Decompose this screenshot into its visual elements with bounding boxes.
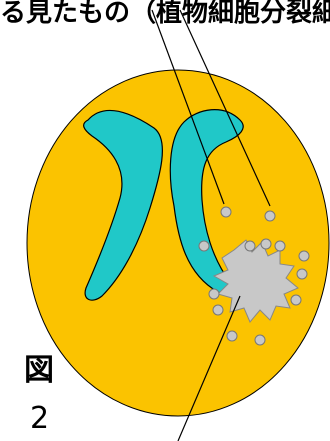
granule: [227, 331, 237, 341]
granule: [265, 211, 275, 221]
granule: [255, 335, 265, 345]
granule: [213, 305, 223, 315]
granule: [245, 241, 255, 251]
granule: [291, 295, 301, 305]
figure-number: 2: [30, 404, 49, 434]
granule: [209, 289, 219, 299]
granule: [221, 207, 231, 217]
figure-label: 図: [24, 356, 54, 386]
granule: [199, 241, 209, 251]
granule: [299, 251, 309, 261]
granule: [261, 239, 271, 249]
granule: [297, 269, 307, 279]
granule: [275, 241, 285, 251]
